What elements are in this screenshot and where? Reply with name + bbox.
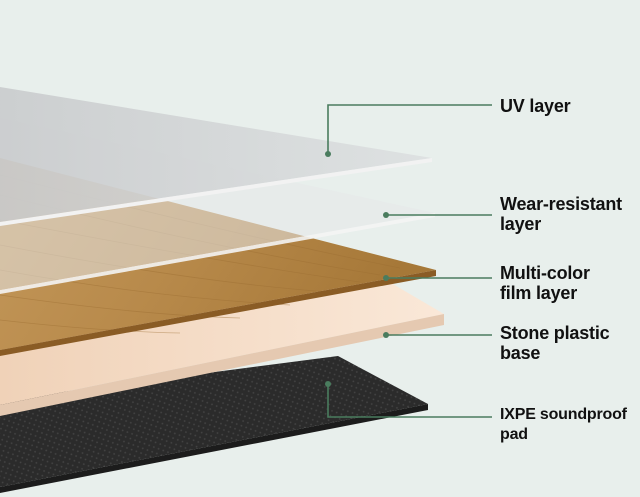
uv-layer-edge bbox=[0, 158, 432, 226]
label-ixpe-soundproof-pad: IXPE soundproof pad bbox=[500, 406, 627, 443]
dot-base bbox=[383, 332, 389, 338]
base-layer-edge bbox=[0, 314, 444, 416]
label-stone-plastic-base: Stone plastic base bbox=[500, 323, 610, 363]
label-multi-color-film-layer: Multi-color film layer bbox=[500, 263, 590, 303]
leader-pad bbox=[327, 384, 492, 418]
wear-layer-edge bbox=[0, 213, 435, 294]
dot-film bbox=[383, 275, 389, 281]
dot-wear bbox=[383, 212, 389, 218]
leader-lines bbox=[327, 104, 492, 418]
uv-layer bbox=[0, 87, 432, 222]
leader-dots bbox=[325, 151, 389, 387]
pad-layer-edge bbox=[0, 404, 428, 493]
dot-uv bbox=[325, 151, 331, 157]
leader-uv bbox=[327, 104, 492, 154]
label-uv-layer: UV layer bbox=[500, 96, 571, 116]
label-wear-resistant-layer: Wear-resistant layer bbox=[500, 194, 622, 234]
dot-pad bbox=[325, 381, 331, 387]
film-layer-edge bbox=[0, 270, 436, 356]
